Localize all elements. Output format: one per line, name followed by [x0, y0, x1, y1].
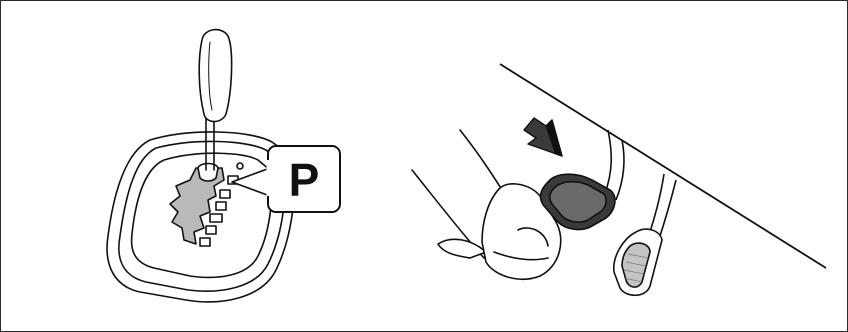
callout-label: P	[289, 154, 320, 206]
indicator-2	[206, 226, 216, 234]
press-down-arrow-icon	[524, 118, 562, 156]
foot-icon	[412, 130, 561, 279]
lever-boot	[198, 164, 218, 182]
accelerator-pedal-icon	[614, 174, 676, 295]
lock-release-dot	[237, 163, 243, 169]
indicator-r	[220, 190, 230, 198]
shift-lever-icon	[199, 30, 231, 122]
shift-console	[107, 30, 294, 302]
indicator-d	[210, 214, 222, 222]
indicator-n	[216, 202, 226, 210]
indicator-l	[200, 238, 210, 246]
